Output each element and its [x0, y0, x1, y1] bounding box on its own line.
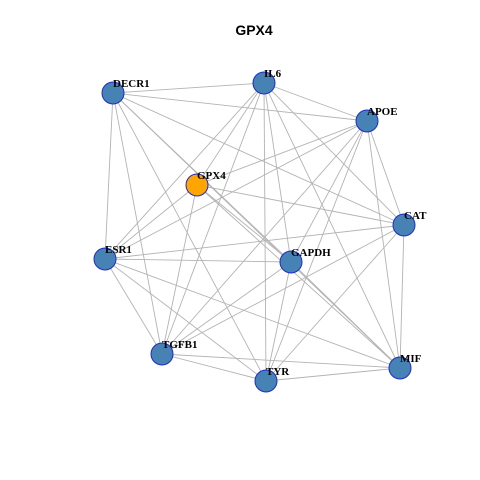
node-esr1	[93, 247, 117, 271]
node-label-gapdh: GAPDH	[291, 247, 331, 259]
edge-gpx4-il6	[196, 82, 265, 186]
node-label-tyr: TYR	[266, 366, 290, 378]
edge-il6-apoe	[263, 82, 368, 122]
node-label-gpx4: GPX4	[197, 170, 226, 182]
edge-decr1-cat	[112, 92, 405, 226]
node-tgfb1	[150, 342, 174, 366]
edge-gpx4-mif	[196, 184, 401, 369]
edge-il6-cat	[263, 82, 405, 226]
node-tyr	[254, 369, 278, 393]
node-apoe	[355, 109, 379, 133]
edge-decr1-il6	[112, 82, 265, 94]
edge-cat-esr1	[104, 224, 405, 260]
edge-decr1-tyr	[112, 92, 267, 382]
edge-il6-tgfb1	[161, 82, 265, 355]
node-label-esr1: ESR1	[105, 244, 132, 256]
node-layer	[93, 71, 416, 393]
edge-tgfb1-mif	[161, 353, 401, 369]
edge-gpx4-tgfb1	[161, 184, 198, 355]
edge-gpx4-gapdh	[196, 184, 292, 263]
edge-apoe-mif	[366, 120, 401, 369]
graph-title: GPX4	[235, 22, 273, 38]
edge-esr1-gapdh	[104, 258, 292, 263]
edge-apoe-cat	[366, 120, 405, 226]
edge-il6-tyr	[263, 82, 267, 382]
edge-il6-esr1	[104, 82, 265, 260]
edge-cat-tyr	[265, 224, 405, 382]
edge-gapdh-mif	[290, 261, 401, 369]
edge-gapdh-tgfb1	[161, 261, 292, 355]
node-label-cat: CAT	[404, 210, 427, 222]
edge-tyr-mif	[265, 367, 401, 382]
edge-gpx4-apoe	[196, 120, 368, 186]
edge-il6-gapdh	[263, 82, 292, 263]
edge-il6-mif	[263, 82, 401, 369]
node-label-tgfb1: TGFB1	[162, 339, 197, 351]
node-label-apoe: APOE	[367, 106, 398, 118]
edge-apoe-tgfb1	[161, 120, 368, 355]
node-label-decr1: DECR1	[113, 78, 150, 90]
edge-apoe-esr1	[104, 120, 368, 260]
edge-gpx4-esr1	[104, 184, 198, 260]
node-cat	[392, 213, 416, 237]
node-mif	[388, 356, 412, 380]
edge-decr1-apoe	[112, 92, 368, 122]
node-label-il6: IL6	[264, 68, 282, 80]
node-gpx4	[185, 173, 209, 197]
edge-esr1-mif	[104, 258, 401, 369]
edge-esr1-tyr	[104, 258, 267, 382]
node-label-mif: MIF	[400, 353, 422, 365]
node-il6	[252, 71, 276, 95]
edge-apoe-gapdh	[290, 120, 368, 263]
edge-decr1-mif	[112, 92, 401, 369]
node-gapdh	[279, 250, 303, 274]
edge-gpx4-cat	[196, 184, 405, 226]
edge-cat-mif	[399, 224, 405, 369]
edge-gapdh-tyr	[265, 261, 292, 382]
edge-apoe-tyr	[265, 120, 368, 382]
edge-decr1-esr1	[104, 92, 114, 260]
node-decr1	[101, 81, 125, 105]
edge-cat-tgfb1	[161, 224, 405, 355]
edge-layer	[104, 82, 405, 382]
edge-tgfb1-tyr	[161, 353, 267, 382]
edge-esr1-tgfb1	[104, 258, 163, 355]
